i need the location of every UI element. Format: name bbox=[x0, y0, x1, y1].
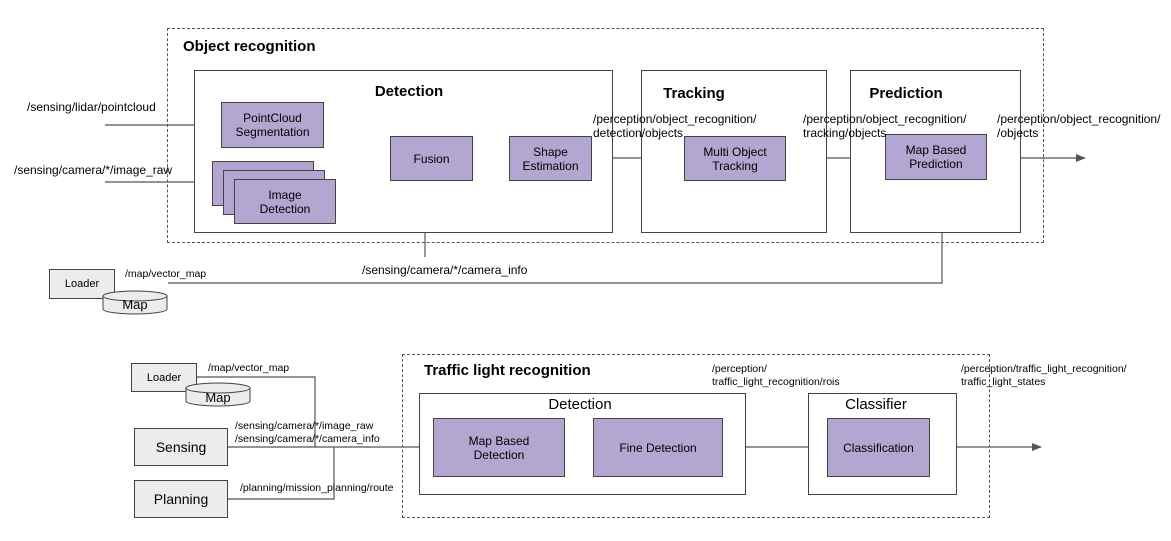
topic-lidar-pointcloud: /sensing/lidar/pointcloud bbox=[27, 100, 156, 114]
sensing-box: Sensing bbox=[134, 428, 228, 466]
tl-topic-states: /perception/traffic_light_recognition/ t… bbox=[961, 363, 1127, 388]
tl-map-label: Map bbox=[205, 390, 231, 405]
classifier-title: Classifier bbox=[845, 396, 907, 413]
tl-detection-title: Detection bbox=[548, 396, 612, 413]
image-detection-node: Image Detection bbox=[234, 179, 336, 224]
shape-estimation-node: Shape Estimation bbox=[509, 136, 592, 181]
topic-vector-map: /map/vector_map bbox=[125, 268, 207, 280]
tl-topic-rois: /perception/ traffic_light_recognition/r… bbox=[712, 363, 840, 388]
planning-box: Planning bbox=[134, 480, 228, 518]
object-recognition-group bbox=[167, 28, 1044, 243]
topic-camera-image-raw: /sensing/camera/*/image_raw bbox=[14, 163, 173, 177]
topic-camera-info: /sensing/camera/*/camera_info bbox=[362, 263, 528, 277]
tl-topic-image-raw: /sensing/camera/*/image_raw bbox=[235, 420, 374, 432]
object-recognition-title: Object recognition bbox=[183, 38, 316, 55]
traffic-light-recognition-group bbox=[402, 354, 990, 518]
topic-detection-objects: /perception/object_recognition/ detectio… bbox=[593, 112, 757, 140]
tl-topic-route: /planning/mission_planning/route bbox=[240, 482, 394, 494]
pointcloud-segmentation-node: PointCloud Segmentation bbox=[221, 102, 324, 148]
multi-object-tracking-node: Multi Object Tracking bbox=[684, 136, 786, 181]
loader-box: Loader bbox=[49, 269, 115, 299]
detection-title: Detection bbox=[374, 83, 444, 100]
tl-topic-camera-info: /sensing/camera/*/camera_info bbox=[235, 433, 380, 445]
tracking-title: Tracking bbox=[663, 85, 725, 102]
topic-objects: /perception/object_recognition/ /objects bbox=[997, 112, 1161, 140]
fine-detection-node: Fine Detection bbox=[593, 418, 723, 477]
tl-loader-box: Loader bbox=[131, 363, 197, 392]
prediction-title: Prediction bbox=[869, 85, 943, 102]
traffic-light-recognition-title: Traffic light recognition bbox=[424, 362, 591, 379]
topic-tracking-objects: /perception/object_recognition/ tracking… bbox=[803, 112, 967, 140]
map-based-prediction-node: Map Based Prediction bbox=[885, 134, 987, 180]
classification-node: Classification bbox=[827, 418, 930, 477]
map-label: Map bbox=[122, 297, 148, 312]
fusion-node: Fusion bbox=[390, 136, 473, 181]
map-based-detection-node: Map Based Detection bbox=[433, 418, 565, 477]
tl-topic-vector-map: /map/vector_map bbox=[208, 362, 290, 374]
